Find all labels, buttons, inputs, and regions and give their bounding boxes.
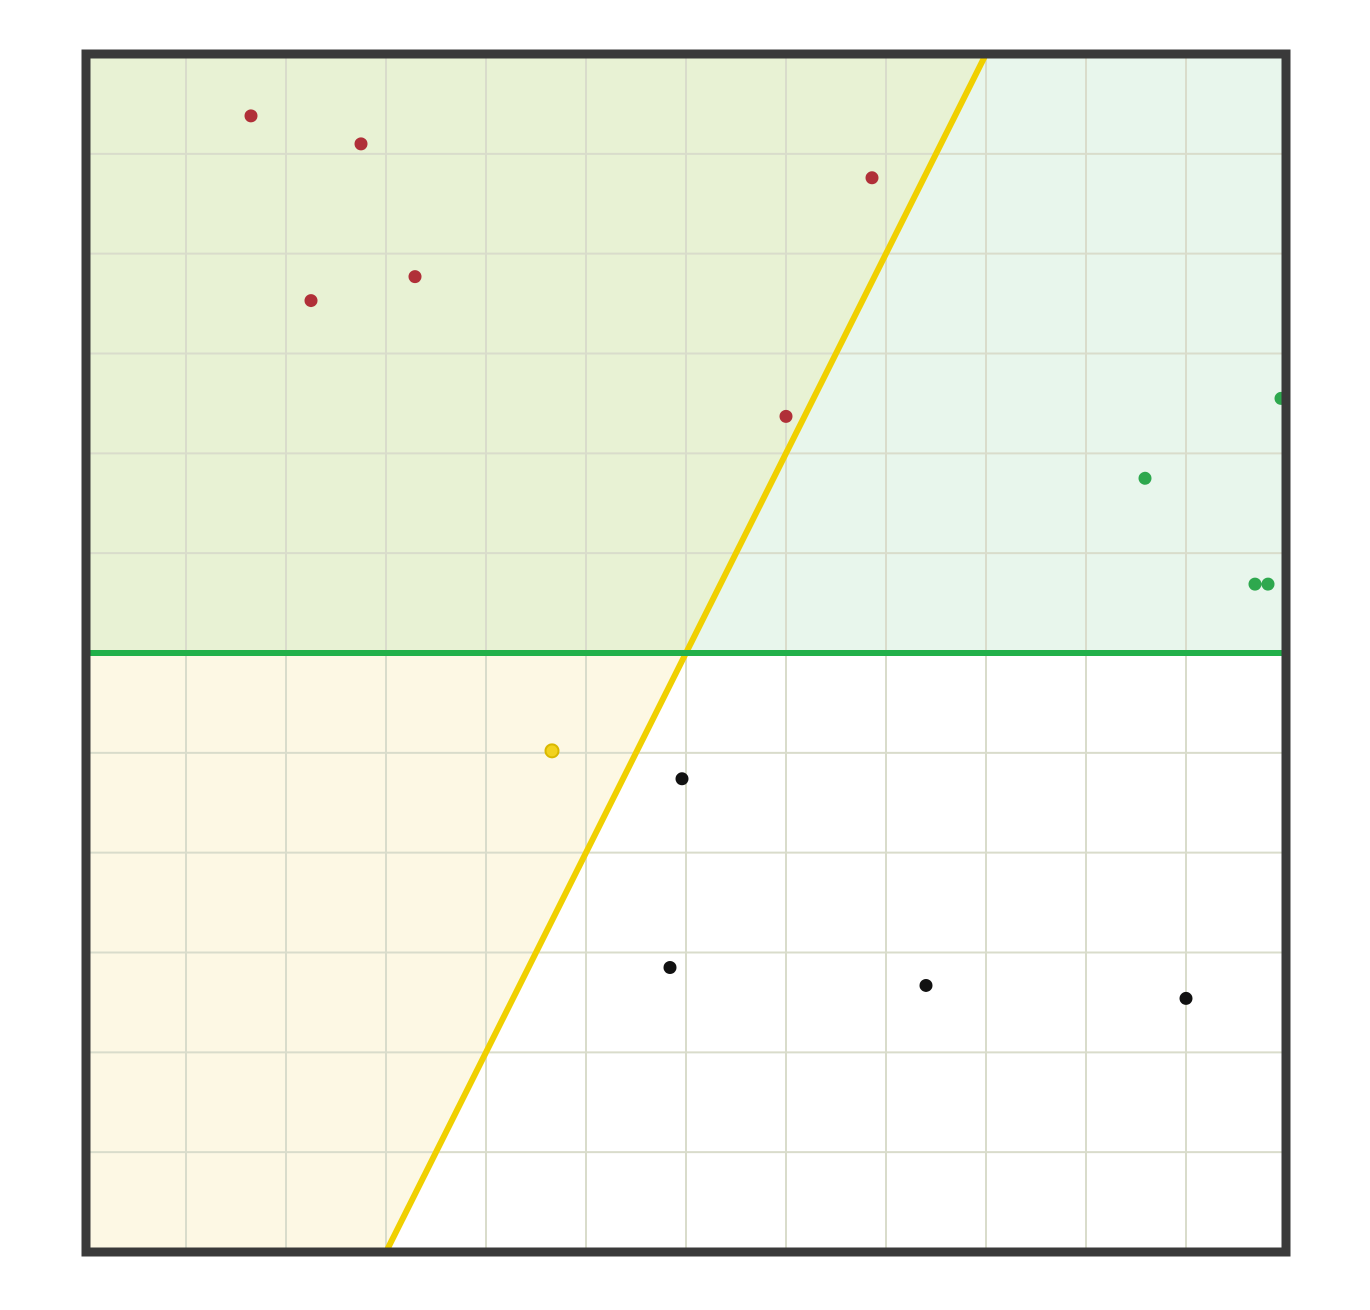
point-red — [865, 171, 879, 185]
point-yellow — [544, 743, 560, 759]
point-black — [663, 960, 677, 974]
point-red — [304, 294, 318, 308]
point-green — [1248, 577, 1262, 591]
point-green — [1261, 577, 1275, 591]
point-green — [1138, 471, 1152, 485]
point-red — [408, 270, 422, 284]
point-red — [244, 109, 258, 123]
point-black — [675, 772, 689, 786]
plot-frame — [81, 49, 1291, 1257]
point-black — [919, 978, 933, 992]
point-red — [354, 137, 368, 151]
point-red — [779, 409, 793, 423]
point-black — [1179, 991, 1193, 1005]
boundary-line-layer — [86, 52, 1286, 1254]
